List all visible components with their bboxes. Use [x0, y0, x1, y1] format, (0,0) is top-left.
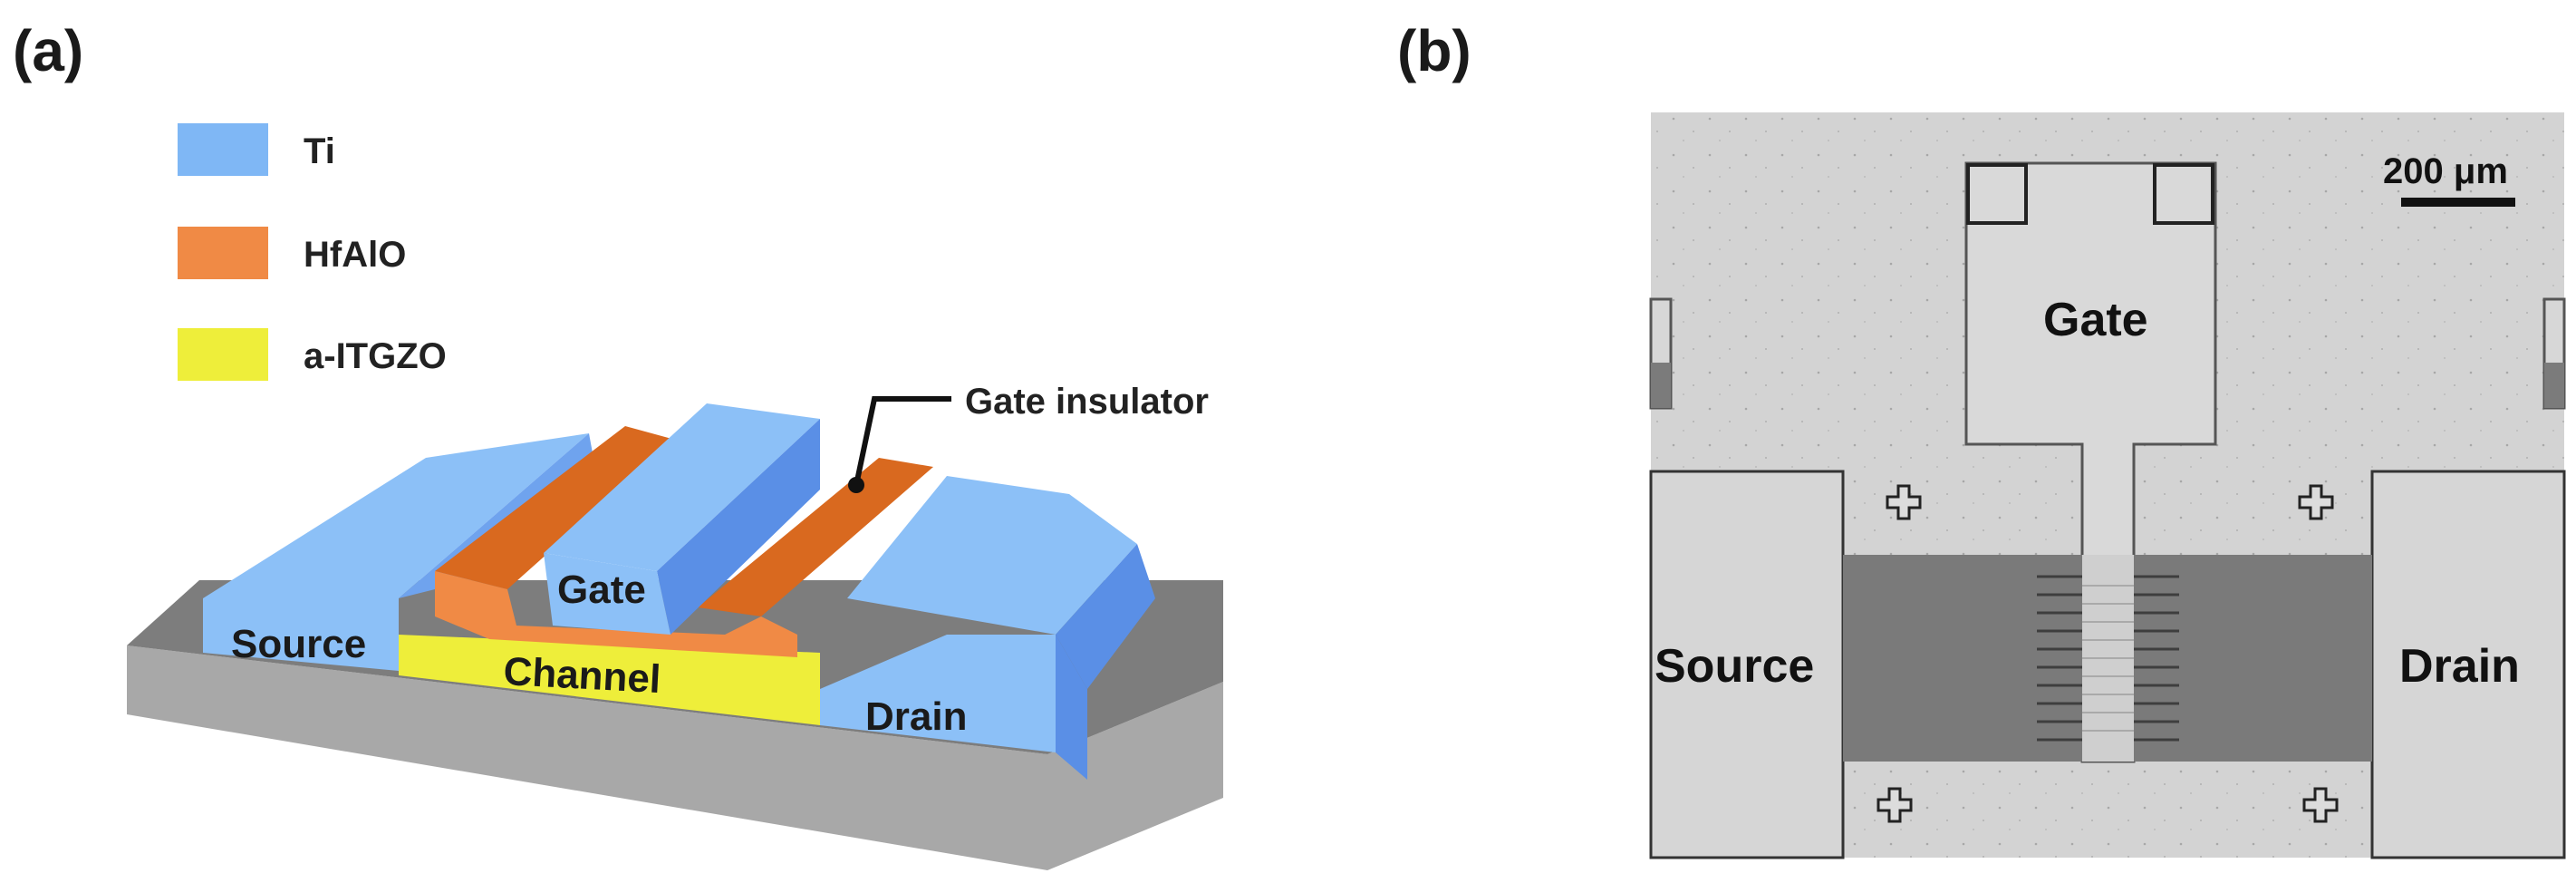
left-edge-dark	[1651, 363, 1671, 408]
comb-rungs	[2082, 585, 2134, 732]
gate-front	[544, 553, 671, 635]
hfalo-left-top	[435, 426, 675, 589]
alignment-cross-bl	[1877, 787, 1913, 823]
micrograph: 200 μm Gate Source Drain	[1649, 112, 2566, 859]
gate-corner-mark-left	[1966, 163, 2028, 225]
hfalo-front	[435, 571, 797, 657]
callout-line	[854, 396, 951, 486]
drain-top	[847, 476, 1137, 635]
legend-label-hfalo: HfAlO	[304, 235, 406, 275]
legend-swatch-aitgzo	[178, 328, 268, 381]
micrograph-source-label: Source	[1655, 640, 1814, 693]
scale-bar-label: 200 μm	[2383, 151, 2508, 191]
legend-label-ti: Ti	[304, 131, 335, 171]
device-schematic: Gate Source Channel Drain Gate insulator	[127, 382, 1223, 870]
callout-label: Gate insulator	[965, 382, 1209, 422]
right-edge-dark	[2544, 363, 2564, 408]
panel-a: (a) Ti HfAlO a-ITGZO	[13, 18, 1223, 870]
panel-b: (b)	[1397, 18, 2566, 859]
substrate-side	[127, 645, 1223, 870]
legend-label-aitgzo: a-ITGZO	[304, 336, 447, 376]
gate-corner-mark-right	[2153, 163, 2214, 225]
schematic-drain-label: Drain	[865, 694, 967, 739]
scale-bar	[2401, 198, 2515, 207]
comb-fingers	[2037, 575, 2179, 742]
legend-swatch-ti	[178, 123, 268, 176]
drain-side-back	[1056, 544, 1155, 689]
callout-dot	[848, 477, 864, 493]
alignment-marks	[1877, 484, 2339, 823]
micrograph-gate-label: Gate	[2043, 294, 2148, 346]
gate-top	[544, 403, 820, 571]
panel-b-label: (b)	[1397, 18, 1471, 83]
hfalo-right-top	[698, 458, 933, 616]
channel-front	[399, 635, 820, 725]
alignment-cross-tr	[2298, 484, 2334, 520]
drain-right-face	[1056, 635, 1087, 780]
legend-swatch-hfalo	[178, 227, 268, 279]
source-top	[203, 433, 589, 598]
drain-pad	[2370, 470, 2566, 859]
source-pad	[1649, 470, 1845, 859]
alignment-cross-tl	[1886, 484, 1922, 520]
source-slope	[399, 433, 603, 598]
alignment-cross-br	[2302, 787, 2339, 823]
schematic-source-label: Source	[231, 622, 366, 666]
source-front	[203, 598, 399, 671]
schematic-channel-label: Channel	[502, 649, 661, 702]
panel-a-label: (a)	[13, 18, 83, 83]
gate-side	[657, 419, 820, 635]
schematic-gate-label: Gate	[557, 568, 646, 612]
micrograph-drain-label: Drain	[2399, 640, 2520, 693]
legend: Ti HfAlO a-ITGZO	[178, 123, 447, 381]
drain-front	[820, 635, 1056, 752]
